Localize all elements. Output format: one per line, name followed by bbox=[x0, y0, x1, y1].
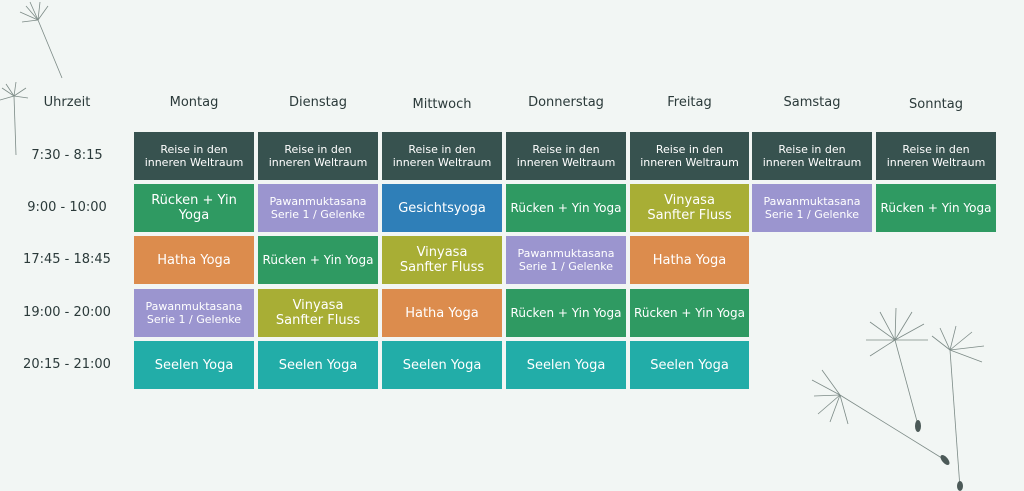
class-cell[interactable]: Seelen Yoga bbox=[134, 341, 254, 389]
class-cell[interactable]: Seelen Yoga bbox=[258, 341, 378, 389]
day-header-samstag: Samstag bbox=[783, 95, 841, 110]
class-cell[interactable]: Pawanmuktasana Serie 1 / Gelenke bbox=[752, 184, 872, 232]
class-cell[interactable]: Pawanmuktasana Serie 1 / Gelenke bbox=[506, 236, 626, 284]
day-header-sonntag: Sonntag bbox=[909, 97, 963, 112]
time-slot-label: 20:15 - 21:00 bbox=[23, 357, 111, 372]
class-cell[interactable]: Reise in den inneren Weltraum bbox=[630, 132, 749, 180]
class-cell[interactable]: Reise in den inneren Weltraum bbox=[134, 132, 254, 180]
time-column-header: Uhrzeit bbox=[43, 95, 91, 110]
class-cell[interactable]: Pawanmuktasana Serie 1 / Gelenke bbox=[258, 184, 378, 232]
class-cell[interactable]: Rücken + Yin Yoga bbox=[134, 184, 254, 232]
class-cell[interactable]: Hatha Yoga bbox=[382, 289, 502, 337]
class-cell[interactable]: Reise in den inneren Weltraum bbox=[876, 132, 996, 180]
class-cell[interactable]: Seelen Yoga bbox=[382, 341, 502, 389]
time-slot-label: 9:00 - 10:00 bbox=[27, 200, 107, 215]
class-cell[interactable]: Vinyasa Sanfter Fluss bbox=[258, 289, 378, 337]
class-cell[interactable]: Hatha Yoga bbox=[134, 236, 254, 284]
class-cell[interactable]: Vinyasa Sanfter Fluss bbox=[382, 236, 502, 284]
class-cell[interactable]: Seelen Yoga bbox=[630, 341, 749, 389]
class-cell[interactable]: Rücken + Yin Yoga bbox=[630, 289, 749, 337]
class-cell[interactable]: Reise in den inneren Weltraum bbox=[382, 132, 502, 180]
class-cell[interactable]: Pawanmuktasana Serie 1 / Gelenke bbox=[134, 289, 254, 337]
class-cell[interactable]: Seelen Yoga bbox=[506, 341, 626, 389]
class-cell[interactable]: Reise in den inneren Weltraum bbox=[752, 132, 872, 180]
class-cell[interactable]: Vinyasa Sanfter Fluss bbox=[630, 184, 749, 232]
time-slot-label: 17:45 - 18:45 bbox=[23, 252, 111, 267]
day-header-donnerstag: Donnerstag bbox=[528, 95, 604, 110]
day-header-freitag: Freitag bbox=[667, 95, 712, 110]
class-cell[interactable]: Rücken + Yin Yoga bbox=[258, 236, 378, 284]
day-header-mittwoch: Mittwoch bbox=[412, 97, 472, 112]
class-cell[interactable]: Rücken + Yin Yoga bbox=[506, 289, 626, 337]
class-cell[interactable]: Gesichtsyoga bbox=[382, 184, 502, 232]
class-cell[interactable]: Rücken + Yin Yoga bbox=[506, 184, 626, 232]
class-cell[interactable]: Reise in den inneren Weltraum bbox=[258, 132, 378, 180]
time-slot-label: 19:00 - 20:00 bbox=[23, 305, 111, 320]
day-header-montag: Montag bbox=[169, 95, 219, 110]
class-cell[interactable]: Hatha Yoga bbox=[630, 236, 749, 284]
dandelion-cluster-icon bbox=[811, 307, 985, 491]
time-slot-label: 7:30 - 8:15 bbox=[31, 148, 103, 163]
class-cell[interactable]: Rücken + Yin Yoga bbox=[876, 184, 996, 232]
class-cell[interactable]: Reise in den inneren Weltraum bbox=[506, 132, 626, 180]
day-header-dienstag: Dienstag bbox=[289, 95, 347, 110]
dandelion-seed-icon bbox=[0, 1, 63, 156]
